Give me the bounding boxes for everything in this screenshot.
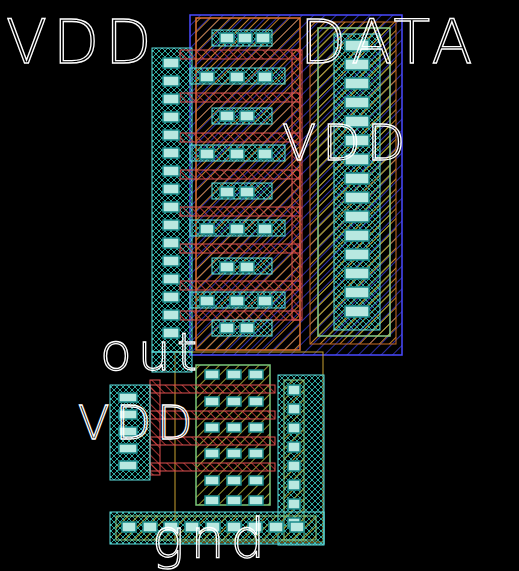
contact-cut: [163, 166, 179, 176]
contact-cut: [220, 33, 234, 43]
contact-cut: [238, 33, 252, 43]
contact-cut: [205, 449, 219, 458]
node-label: VDD: [6, 12, 157, 72]
contact-cut: [205, 370, 219, 379]
contact-cut: [249, 476, 263, 485]
contact-cut: [163, 130, 179, 140]
contact-cut: [345, 287, 369, 298]
contact-cut: [345, 230, 369, 241]
contact-cut: [227, 423, 241, 432]
contact-cut: [227, 370, 241, 379]
contact-cut: [119, 461, 137, 470]
contact-cut: [290, 522, 304, 532]
contact-cut: [258, 224, 272, 234]
contact-cut: [269, 522, 283, 532]
contact-cut: [205, 397, 219, 406]
contact-cut: [163, 238, 179, 248]
contact-cut: [288, 404, 300, 414]
contact-cut: [288, 385, 300, 395]
contact-cut: [288, 442, 300, 452]
contact-cut: [230, 149, 244, 159]
contact-cut: [163, 220, 179, 230]
contact-cut: [200, 72, 214, 82]
contact-cut: [288, 480, 300, 490]
contact-cut: [288, 499, 300, 509]
contact-cut: [163, 274, 179, 284]
contact-cut: [200, 224, 214, 234]
contact-cut: [200, 296, 214, 306]
contact-cut: [163, 292, 179, 302]
contact-cut: [163, 148, 179, 158]
contact-cut: [249, 370, 263, 379]
contact-cut: [163, 184, 179, 194]
contact-cut: [240, 111, 254, 121]
contact-cut: [220, 187, 234, 197]
contact-cut: [249, 423, 263, 432]
contact-cut: [227, 397, 241, 406]
contact-cut: [205, 476, 219, 485]
contact-cut: [230, 72, 244, 82]
contact-cut: [345, 249, 369, 260]
contact-cut: [205, 423, 219, 432]
contact-cut: [163, 310, 179, 320]
contact-cut: [200, 149, 214, 159]
node-label: DATA: [300, 12, 479, 72]
contact-cut: [345, 211, 369, 222]
node-label: VDD: [282, 118, 411, 168]
contact-cut: [227, 496, 241, 505]
node-label: out: [100, 326, 203, 378]
contact-cut: [163, 112, 179, 122]
contact-cut: [230, 296, 244, 306]
contact-cut: [345, 97, 369, 108]
contact-cut: [258, 149, 272, 159]
contact-cut: [220, 111, 234, 121]
contact-cut: [249, 496, 263, 505]
contact-cut: [258, 72, 272, 82]
contact-cut: [163, 202, 179, 212]
contact-cut: [345, 173, 369, 184]
contact-cut: [122, 522, 136, 532]
contact-cut: [220, 323, 234, 333]
contact-cut: [345, 306, 369, 317]
node-label: VDD: [78, 400, 198, 446]
contact-cut: [249, 397, 263, 406]
contact-cut: [230, 224, 244, 234]
contact-cut: [220, 262, 234, 272]
contact-cut: [227, 449, 241, 458]
contact-cut: [163, 256, 179, 266]
contact-cut: [227, 476, 241, 485]
contact-cut: [256, 33, 270, 43]
contact-cut: [258, 296, 272, 306]
contact-cut: [240, 262, 254, 272]
contact-cut: [249, 449, 263, 458]
contact-cut: [288, 461, 300, 471]
contact-cut: [240, 323, 254, 333]
contact-cut: [163, 94, 179, 104]
contact-cut: [205, 496, 219, 505]
contact-cut: [345, 268, 369, 279]
contact-cut: [345, 192, 369, 203]
contact-cut: [288, 423, 300, 433]
contact-cut: [163, 76, 179, 86]
node-label: gnd: [152, 512, 271, 566]
contact-cut: [345, 78, 369, 89]
contact-cut: [240, 187, 254, 197]
contact-cut: [163, 58, 179, 68]
